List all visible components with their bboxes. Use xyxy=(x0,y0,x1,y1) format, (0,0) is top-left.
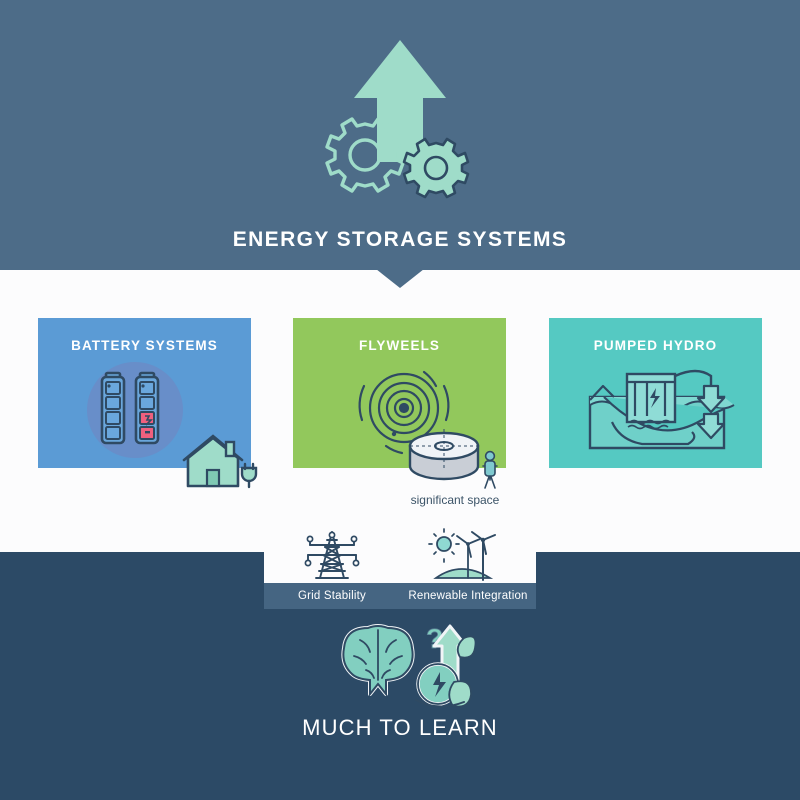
sun-wind-turbine-icon xyxy=(428,528,498,582)
house-plug-icon xyxy=(182,430,260,492)
dam-reservoir-icon xyxy=(570,362,744,462)
panel-title-flywheel: FLYWEELS xyxy=(358,338,441,353)
flywheel-cylinder-icon xyxy=(404,428,500,490)
person-scale-icon xyxy=(482,450,498,489)
benefit-label-grid-stability[interactable]: Grid Stability xyxy=(298,590,366,602)
panel-title-hydro: PUMPED HYDRO xyxy=(593,338,718,353)
hand-icon xyxy=(415,699,465,708)
gears-up-arrow-icon xyxy=(310,34,490,204)
leaf-bottom-icon xyxy=(448,680,472,708)
footer-title: MUCH TO LEARN xyxy=(302,715,498,740)
header-notch xyxy=(376,269,424,288)
caption-significant-space: significant space xyxy=(410,493,500,507)
brain-icon xyxy=(341,624,415,697)
benefit-label-renewable-integration[interactable]: Renewable Integration xyxy=(408,590,528,602)
battery-pair-icon xyxy=(100,365,186,449)
benefits-label-bar: Grid Stability Renewable Integration xyxy=(264,583,536,609)
benefits-card xyxy=(264,520,536,584)
panel-title-battery: BATTERY SYSTEMS xyxy=(71,338,218,353)
down-arrow-icon xyxy=(696,384,726,440)
brain-question-leaf-icon: ? xyxy=(330,618,477,708)
page-title: ENERGY STORAGE SYSTEMS xyxy=(232,228,568,251)
spinning-disc-icon xyxy=(350,360,462,456)
transmission-tower-icon xyxy=(302,528,362,582)
bolt-icon xyxy=(433,672,446,697)
leaf-icon xyxy=(456,635,477,659)
